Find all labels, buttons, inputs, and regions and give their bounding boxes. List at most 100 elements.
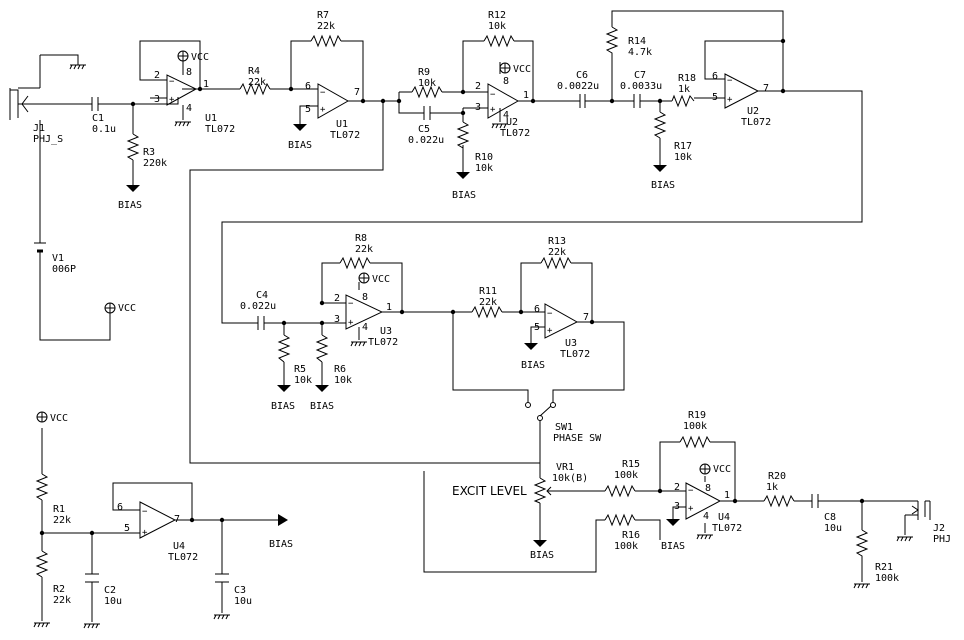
svg-text:10k: 10k — [488, 21, 506, 32]
schematic-wires — [28, 10, 918, 622]
svg-text:V1: V1 — [52, 253, 64, 264]
ground-symbol — [33, 622, 50, 628]
r13-resistor: R13 22k — [540, 236, 572, 270]
bias-symbol: BIAS — [118, 185, 142, 211]
svg-text:6: 6 — [712, 71, 718, 82]
svg-text:6: 6 — [305, 81, 311, 92]
svg-text:5: 5 — [534, 322, 540, 333]
bias-symbol: BIAS — [269, 514, 293, 550]
svg-text:006P: 006P — [52, 264, 76, 275]
svg-text:22k: 22k — [248, 77, 266, 88]
svg-text:U1: U1 — [205, 113, 217, 124]
svg-text:+: + — [320, 105, 326, 115]
svg-text:2: 2 — [475, 81, 481, 92]
excit-level-label: EXCIT LEVEL — [452, 484, 527, 498]
svg-text:0.1u: 0.1u — [92, 124, 116, 135]
svg-text:C1: C1 — [92, 113, 104, 124]
svg-text:0.022u: 0.022u — [408, 135, 444, 146]
svg-text:−: − — [490, 90, 496, 100]
c4-capacitor: C4 0.022u — [240, 290, 276, 330]
svg-text:2: 2 — [674, 482, 680, 493]
svg-text:+: + — [142, 528, 148, 538]
svg-text:−: − — [348, 299, 354, 309]
svg-text:−: − — [547, 309, 553, 319]
svg-text:R19: R19 — [688, 410, 706, 421]
svg-text:R3: R3 — [143, 147, 155, 158]
u3b-opamp: − + 6 5 7 U3 TL072 — [534, 303, 590, 360]
bias-symbol: BIAS — [288, 124, 312, 151]
svg-text:J1: J1 — [33, 123, 45, 134]
svg-text:R11: R11 — [479, 286, 497, 297]
svg-text:6: 6 — [117, 502, 123, 513]
r20-resistor: R20 1k — [763, 471, 795, 508]
svg-text:−: − — [727, 76, 733, 86]
svg-text:+: + — [688, 504, 694, 514]
svg-text:4: 4 — [186, 103, 192, 114]
r17-resistor: R17 10k — [653, 111, 692, 163]
vcc-symbol: VCC — [699, 463, 731, 475]
svg-text:5: 5 — [712, 92, 718, 103]
ground-symbol — [696, 534, 713, 540]
r15-resistor: R15 100k — [604, 459, 640, 498]
ground-symbol — [350, 341, 367, 347]
svg-text:1: 1 — [386, 302, 392, 313]
svg-text:TL072: TL072 — [741, 117, 771, 128]
svg-text:VCC: VCC — [372, 274, 390, 285]
r12-resistor: R12 10k — [483, 10, 515, 48]
svg-text:10k: 10k — [475, 163, 493, 174]
ground-symbol — [491, 123, 508, 129]
svg-text:1: 1 — [523, 90, 529, 101]
svg-text:100k: 100k — [683, 421, 707, 432]
sw1-switch: SW1 PHASE SW — [525, 402, 602, 463]
svg-text:7: 7 — [354, 87, 360, 98]
j1-jack: J1 PHJ_S — [9, 87, 63, 145]
svg-text:6: 6 — [534, 304, 540, 315]
svg-text:100k: 100k — [875, 573, 899, 584]
svg-text:+: + — [348, 318, 354, 328]
u1a-opamp: − + 2 3 8 4 1 U1 TL072 — [145, 67, 235, 135]
svg-text:R8: R8 — [355, 233, 367, 244]
svg-text:U4: U4 — [173, 541, 185, 552]
svg-text:R7: R7 — [317, 10, 329, 21]
r11-resistor: R11 22k — [471, 286, 503, 319]
svg-text:+: + — [727, 95, 733, 105]
r10-resistor: R10 10k — [456, 121, 493, 174]
svg-text:VCC: VCC — [118, 303, 136, 314]
svg-text:2: 2 — [334, 293, 340, 304]
svg-text:+: + — [490, 105, 496, 115]
r6-resistor: R6 10k — [315, 334, 352, 386]
svg-text:R9: R9 — [418, 67, 430, 78]
svg-text:R4: R4 — [248, 66, 260, 77]
c6-capacitor: C6 0.0022u — [557, 70, 599, 108]
svg-text:8: 8 — [705, 483, 711, 494]
svg-text:−: − — [142, 507, 148, 517]
svg-text:7: 7 — [583, 312, 589, 323]
svg-text:22k: 22k — [317, 21, 335, 32]
u3a-opamp: − + 2 3 8 4 1 U3 TL072 — [322, 292, 398, 348]
svg-text:R6: R6 — [334, 364, 346, 375]
bias-symbol: BIAS — [521, 343, 545, 371]
svg-text:10k: 10k — [294, 375, 312, 386]
svg-text:0.0033u: 0.0033u — [620, 81, 662, 92]
svg-text:1: 1 — [203, 79, 209, 90]
bias-symbol: BIAS — [661, 519, 685, 552]
bias-symbol: BIAS — [310, 385, 334, 412]
svg-text:VCC: VCC — [513, 64, 531, 75]
svg-text:R17: R17 — [674, 141, 692, 152]
r16-resistor: R16 100k — [604, 513, 640, 552]
svg-text:C2: C2 — [104, 585, 116, 596]
svg-text:4: 4 — [703, 511, 709, 522]
svg-text:100k: 100k — [614, 470, 638, 481]
svg-text:7: 7 — [763, 83, 769, 94]
r19-resistor: R19 100k — [679, 410, 711, 449]
u4a-opamp: − + 2 3 8 4 1 U4 TL072 — [673, 482, 742, 534]
junction-dots — [39, 38, 865, 536]
vcc-symbol: VCC — [177, 50, 209, 63]
svg-text:U2: U2 — [506, 117, 518, 128]
ground-symbol — [213, 614, 230, 620]
power-symbols: VCC VCC VCC VCC VCC VCC BIAS BIAS BIAS B… — [33, 50, 913, 629]
svg-text:R5: R5 — [294, 364, 306, 375]
u2b-opamp: − + 6 5 7 U2 TL072 — [710, 71, 771, 128]
svg-text:10k: 10k — [334, 375, 352, 386]
ground-symbol — [69, 64, 86, 70]
